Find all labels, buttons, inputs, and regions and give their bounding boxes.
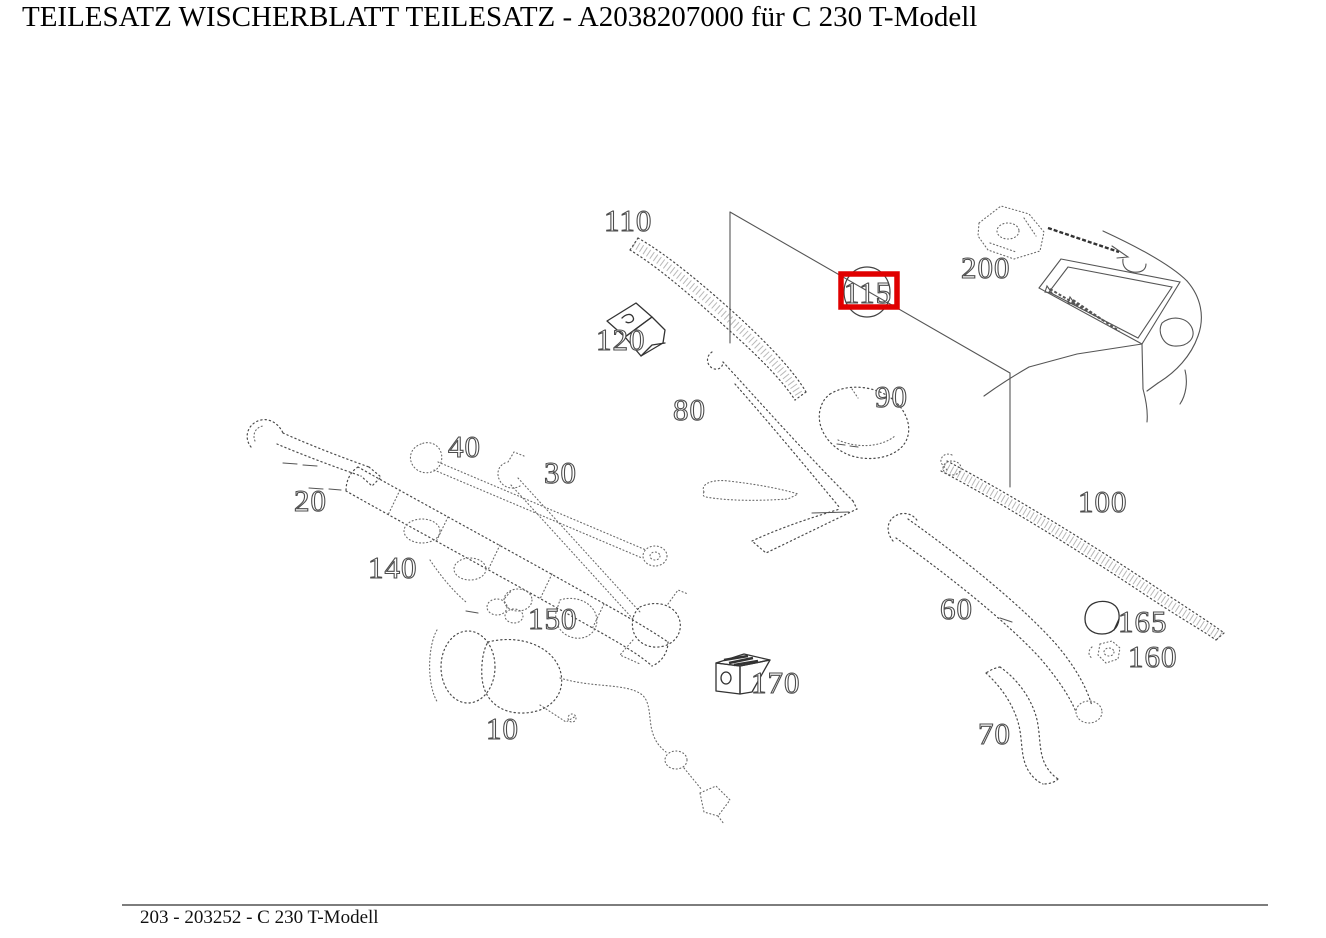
part-label-90[interactable]: 90 xyxy=(874,378,908,414)
part-label-120[interactable]: 120 xyxy=(595,321,646,357)
part-200-cowl-piece-drawing xyxy=(977,205,1045,260)
car-location-sketch xyxy=(983,226,1202,423)
page-title: TEILESATZ WISCHERBLATT TEILESATZ - A2038… xyxy=(22,1,978,33)
part-label-40[interactable]: 40 xyxy=(447,428,481,464)
part-label-60[interactable]: 60 xyxy=(939,590,973,626)
part-140-console-frame-drawing xyxy=(345,466,669,667)
highlight-box[interactable] xyxy=(838,271,900,310)
part-label-170[interactable]: 170 xyxy=(750,664,801,700)
part-160-nut-drawing xyxy=(1088,640,1121,664)
part-label-160[interactable]: 160 xyxy=(1127,638,1178,674)
part-label-100[interactable]: 100 xyxy=(1077,483,1128,519)
part-labels: 110 120 80 90 115 200 100 60 165 160 70 … xyxy=(293,202,1178,751)
location-arrow xyxy=(1047,226,1130,259)
highlight-marker-115[interactable] xyxy=(838,266,900,318)
sketch-wiper-arms xyxy=(1044,284,1120,332)
part-120-adapter-clip-drawing xyxy=(606,302,666,357)
part-150-bearing-drawing xyxy=(465,589,524,624)
part-label-200[interactable]: 200 xyxy=(960,249,1011,285)
part-30-linkage-rod-drawing xyxy=(497,451,689,665)
part-label-140[interactable]: 140 xyxy=(367,549,418,585)
part-label-110[interactable]: 110 xyxy=(603,202,652,238)
part-90-pivot-cap-drawing xyxy=(818,386,910,460)
part-100-wiper-blade-drawing xyxy=(940,453,1225,641)
part-70-arm-cover-drawing xyxy=(985,666,1059,785)
glass-panel-lines xyxy=(729,211,1011,488)
part-10-wiper-motor-drawing xyxy=(429,588,731,825)
footer-model-code: 203 - 203252 - C 230 T-Modell xyxy=(140,907,379,928)
footer-divider xyxy=(122,904,1268,906)
part-60-wiper-arm-drawing xyxy=(887,512,1103,724)
part-label-20[interactable]: 20 xyxy=(293,482,327,518)
callout-circle-115 xyxy=(843,266,891,318)
part-label-80[interactable]: 80 xyxy=(672,391,706,427)
part-label-10[interactable]: 10 xyxy=(485,710,519,746)
part-label-150[interactable]: 150 xyxy=(527,600,578,636)
part-165-cap-drawing xyxy=(1084,600,1120,635)
part-label-70[interactable]: 70 xyxy=(977,715,1011,751)
part-label-30[interactable]: 30 xyxy=(543,454,577,490)
part-label-115[interactable]: 115 xyxy=(843,274,892,310)
part-80-wiper-arm-drawing xyxy=(702,351,858,554)
part-110-wiper-blade-drawing xyxy=(629,237,807,401)
part-label-165[interactable]: 165 xyxy=(1117,603,1168,639)
part-20-bracket-arm-drawing xyxy=(246,419,382,491)
part-170-bracket-drawing xyxy=(715,653,771,695)
